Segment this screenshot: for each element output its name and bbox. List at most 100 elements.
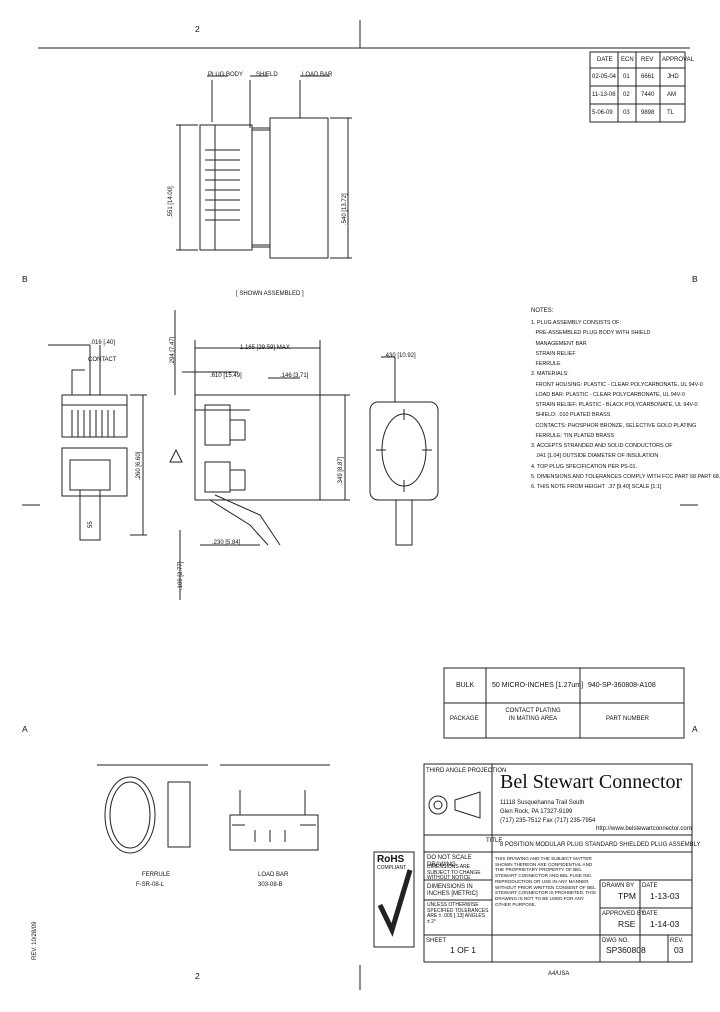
zone-marker-right-a: A (692, 724, 698, 734)
dim-max: 1.165 [29.59] MAX (240, 345, 290, 351)
ferrule-label: FERRULE (142, 872, 171, 878)
note-line: 6. THIS NOTE FROM HEIGHT .37 [9.40] SCAL… (531, 484, 662, 491)
zone-marker-left-a: A (22, 724, 28, 734)
approved-date-label: DATE (642, 911, 658, 917)
third-angle-label: THIRD ANGLE PROJECTION (426, 768, 507, 774)
notes-block: NOTES: 1. PLUG ASSEMBLY CONSISTS OF: PRE… (531, 308, 720, 493)
rev-cell: 03 (623, 110, 630, 116)
drawn-by: TPM (618, 891, 636, 901)
rohs-subtitle: COMPLIANT (377, 865, 407, 871)
note-line: FRONT HOUSING: PLASTIC - CLEAR POLYCARBO… (531, 381, 703, 388)
dim-bottom-1: .109 [2.77] (178, 561, 184, 590)
rev-cell: 02 (623, 92, 630, 98)
rev-cell: 6661 (641, 74, 655, 80)
rohs-title: RoHS (377, 854, 405, 865)
drawn-date: 1-13-03 (650, 891, 680, 901)
company-website: http://www.belstewartconnector.com (596, 826, 692, 832)
drawn-by-label: DRAWN BY (602, 883, 635, 889)
dwg-number: SP360808 (606, 945, 646, 955)
rev-cell: 11-13-06 (592, 92, 616, 98)
label-shield: SHIELD (256, 72, 278, 78)
approved-by: RSE (618, 919, 636, 929)
note-line: 3. ACCEPTS STRANDED AND SOLID CONDUCTORS… (531, 443, 673, 450)
title-label: TITLE (486, 838, 503, 844)
form-revision: REV. 10/28/09 (32, 921, 38, 960)
scale-note: DO NOT SCALE DRAWING (427, 855, 472, 868)
rev-cell: 01 (623, 74, 630, 80)
zone-marker-bottom: 2 (195, 971, 200, 981)
notes-lines: 1. PLUG ASSEMBLY CONSISTS OF: PRE-ASSEMB… (531, 318, 720, 493)
tolerance-note: UNLESS OTHERWISE SPECIFIED TOLERANCES AR… (427, 902, 489, 925)
package-header: PACKAGE (450, 716, 479, 722)
bulk-label: BULK (456, 682, 475, 689)
label-load-bar: LOAD BAR (302, 72, 333, 78)
dim-bottom-2: .230 [5.84] (212, 540, 241, 546)
notes-title: NOTES: (531, 308, 554, 314)
dim-c: .349 [8.87] (338, 456, 344, 485)
rev-cell: 7440 (641, 92, 655, 98)
label-contact: CONTACT (88, 357, 117, 363)
contact-plating-value: 50 MICRO-INCHES [1.27um] (492, 682, 584, 689)
note-line: STRAIN RELIEF (531, 350, 576, 357)
caption-shown-assembled: [ SHOWN ASSEMBLED ] (236, 291, 304, 297)
note-line: 1. PLUG ASSEMBLY CONSISTS OF: (531, 320, 621, 326)
rev-cell: 02-05-04 (592, 74, 617, 80)
rev-header-rev: REV (641, 57, 654, 63)
note-line: SHIELD: .010 PLATED BRASS (531, 412, 611, 419)
rev-cell: AM (667, 92, 676, 98)
rev-cell: TL (667, 110, 675, 116)
load-bar-part: 303-08-B (258, 882, 283, 888)
rev-label: REV. (670, 938, 684, 944)
sheet-size: A4/USA (548, 971, 570, 977)
dim-end-top: .430 [10.92] (384, 353, 416, 359)
contact-plating-header: CONTACT PLATING IN MATING AREA (505, 708, 561, 722)
label-plug-body: PLUG BODY (208, 72, 244, 78)
company-address-3: (717) 235-7512 Fax (717) 235-7954 (500, 818, 596, 824)
specs-note: DIMENSIONS ARE SUBJECT TO CHANGE WITHOUT… (427, 864, 481, 881)
approved-by-label: APPROVED BY (602, 911, 646, 917)
note-line: 4. TOP PLUG SPECIFICATION PER PS-01. (531, 463, 637, 470)
drawing-title: 8 POSITION MODULAR PLUG STANDARD SHIELDE… (500, 842, 701, 848)
company-address-1: 11118 Susquehanna Trail South (500, 800, 585, 806)
note-line: .041 [1.04] OUTSIDE DIAMETER OF INSULATI… (531, 453, 659, 460)
zone-marker-left-b: B (22, 274, 28, 284)
dim-height: .294 [7.47] (170, 336, 176, 365)
note-line: MANAGEMENT BAR (531, 340, 587, 347)
note-line: FERRULE: TIN PLATED BRASS (531, 432, 615, 439)
load-bar-label: LOAD BAR (258, 872, 289, 878)
sheet-value: 1 OF 1 (450, 945, 476, 955)
note-line: 2. MATERIALS: (531, 371, 569, 378)
note-line: PRE-ASSEMBLED PLUG BODY WITH SHIELD (531, 330, 651, 337)
note-line: CONTACTS: PHOSPHOR BRONZE, SELECTIVE GOL… (531, 422, 697, 429)
dim-side: .260 [6.60] (136, 451, 142, 480)
sheet-label: SHEET (426, 938, 447, 944)
units-note: DIMENSIONS IN INCHES [METRIC] (427, 884, 478, 897)
ferrule-part: F-SR-08-L (136, 882, 165, 888)
dim-top-view-height: .551 [14.00] (168, 186, 174, 218)
dwg-label: DWG NO. (602, 938, 629, 944)
drawn-date-label: DATE (642, 883, 658, 889)
dim-55: 55 (88, 521, 94, 528)
rev-header-approval: APPROVAL (662, 57, 694, 63)
approved-date: 1-14-03 (650, 919, 680, 929)
rev-value: 03 (674, 945, 684, 955)
note-line: FERRULE (531, 361, 561, 368)
rev-cell: 9898 (641, 110, 655, 116)
rev-header-date: DATE (597, 57, 613, 63)
dim-top: .016 [.40] (90, 340, 116, 346)
zone-marker-top: 2 (195, 24, 200, 34)
dim-a: .610 [15.49] (210, 373, 242, 379)
note-line: STRAIN RELIEF: PLASTIC - BLACK POLYCARBO… (531, 402, 698, 409)
rev-cell: JHD (667, 74, 679, 80)
note-line: 5. DIMENSIONS AND TOLERANCES COMPLY WITH… (531, 473, 720, 480)
part-number-value: 940-SP-360808-A108 (588, 682, 656, 689)
note-line: LOAD BAR: PLASTIC - CLEAR POLYCARBONATE,… (531, 391, 685, 398)
company-name: Bel Stewart Connector (500, 771, 683, 793)
company-address-2: Glen Rock, PA 17327-9199 (500, 809, 573, 815)
part-number-header: PART NUMBER (606, 716, 650, 722)
dim-top-view-right: .540 [13.72] (342, 193, 348, 225)
rev-header-ecn: ECN (621, 57, 634, 63)
rev-cell: 5-06-09 (592, 110, 613, 116)
zone-marker-right-b: B (692, 274, 698, 284)
